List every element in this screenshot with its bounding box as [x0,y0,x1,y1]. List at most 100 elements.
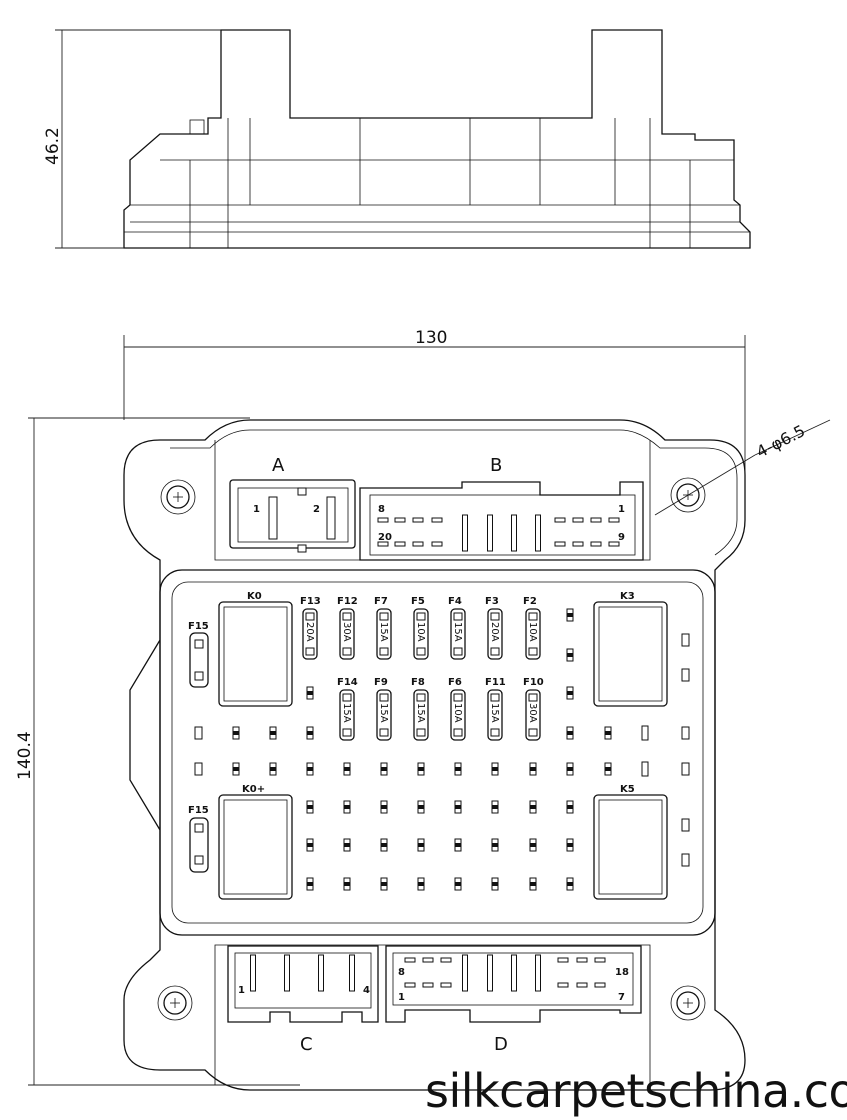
connector-pin [557,957,569,963]
pin-mark [567,767,573,771]
fuse-terminal [453,693,463,702]
fuse-terminal [342,693,352,702]
fuse-terminal [490,647,500,656]
relay-k0 [218,601,293,707]
fuse-terminal [416,647,426,656]
terminal-socket [641,725,649,741]
terminal-pin [232,726,240,740]
pin-mark [381,805,387,809]
connector-pin [554,517,566,523]
pin-mark [530,843,536,847]
fuse-label: F14 [337,677,358,688]
connector-d [385,945,642,1023]
terminal-pin [566,762,574,776]
pin-mark [530,767,536,771]
pin-mark [418,843,424,847]
connector-pin [404,982,416,988]
relay-label: K3 [620,591,635,602]
hole-ring [670,985,706,1021]
pin-mark [492,882,498,886]
connector-pin [572,517,584,523]
terminal-pin [566,800,574,814]
connector-pin [422,982,434,988]
hole-ring [157,985,193,1021]
fuse-label: F11 [485,677,506,688]
pin-mark [381,767,387,771]
terminal-socket [681,726,690,740]
connector-d-label: D [494,1034,508,1055]
pin-mark [492,767,498,771]
pin-number: 8 [398,967,405,978]
fuse-rating: 15A [489,703,500,723]
fuse-terminal [528,612,538,621]
fuse-body [525,608,541,660]
terminal-pin [417,877,425,891]
terminal-pin [380,838,388,852]
terminal-socket [681,668,690,682]
fuse-rating: 20A [304,622,315,642]
fuse-label: F10 [523,677,544,688]
fuse-terminal [416,612,426,621]
pin-mark [418,882,424,886]
connector-blade [535,514,541,552]
terminal-socket [681,853,690,867]
connector-b [359,481,644,561]
terminal-pin [454,877,462,891]
connector-blade [487,954,493,992]
connector-pin [608,541,620,547]
pin-number: 1 [238,985,245,996]
pin-mark [567,882,573,886]
pin-number: 1 [253,504,260,515]
mounting-hole [670,985,706,1021]
terminal-pin [566,877,574,891]
terminal-pin [380,762,388,776]
fuse-body [487,689,503,741]
pin-mark [455,882,461,886]
pin-mark [344,843,350,847]
connector-c-label: C [300,1034,313,1055]
fuse-terminal [379,647,389,656]
relay-k0-plus [218,794,293,900]
pin-mark [381,843,387,847]
pin-mark [307,691,313,695]
pin-mark [567,691,573,695]
fuse-terminal [379,612,389,621]
terminal-pin [343,762,351,776]
connector-pin [431,541,443,547]
fuse-body [525,689,541,741]
terminal-pin [343,877,351,891]
pin-mark [567,653,573,657]
connector-pin [377,517,389,523]
pin-mark [567,843,573,847]
pin-number: 18 [615,967,629,978]
pin-number: 8 [378,504,385,515]
relay-label: K0+ [242,784,265,795]
fuse-f11: F11 15A [485,677,506,741]
terminal-pin [417,838,425,852]
terminal-pin [491,762,499,776]
fuse-f15-upper [189,632,209,688]
terminal-pin [343,800,351,814]
terminal-pin [380,877,388,891]
fuse-rating: 30A [527,703,538,723]
fuse-rating: 15A [452,622,463,642]
terminal-pin [306,800,314,814]
top-view [123,419,746,1091]
terminal-pin [491,877,499,891]
connector-pin [590,541,602,547]
pin-number: 20 [378,532,392,543]
pin-mark [455,767,461,771]
connector-blade [284,954,290,992]
connector-blade [349,954,355,992]
connector-pin [576,957,588,963]
terminal-socket [681,762,690,776]
pin-mark [418,767,424,771]
terminal-pin [232,762,240,776]
fuse-terminal [379,728,389,737]
fuse-terminal [528,647,538,656]
connector-blade [535,954,541,992]
